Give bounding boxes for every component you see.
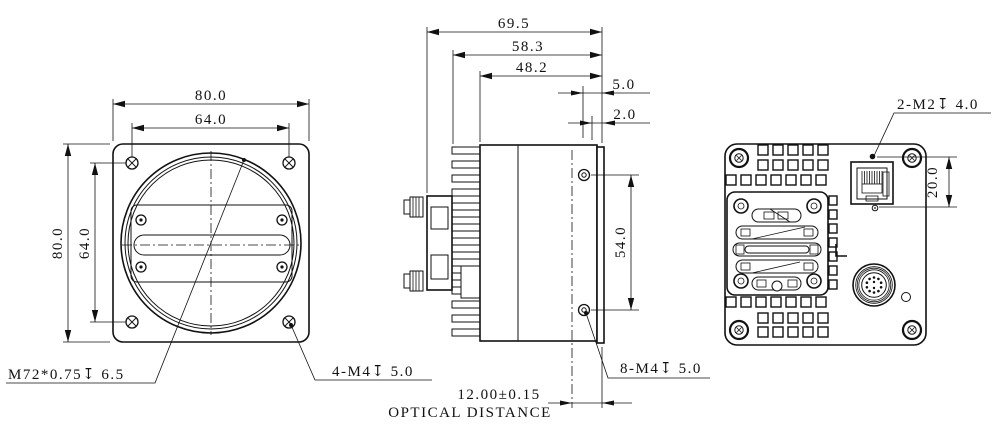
grille-edge-tabs <box>828 195 838 290</box>
dim-side-hole-span-label: 54.0 <box>613 226 629 258</box>
power-io-connector <box>852 263 896 307</box>
side-bracket-block <box>460 265 481 299</box>
dim-side-total-depth: 69.5 <box>426 16 603 193</box>
connector-pins <box>865 276 883 294</box>
dim-optical-distance: 12.00±0.15 OPTICAL DISTANCE <box>388 347 632 421</box>
dim-side-flange-step: 5.0 <box>558 77 650 138</box>
optical-distance-caption: OPTICAL DISTANCE <box>388 405 552 421</box>
note-side-mount-screws: 8-M4↧ 5.0 <box>584 311 710 379</box>
port-screw-hole-top <box>869 153 876 160</box>
rear-connector-bottom <box>430 254 449 280</box>
vent-holes <box>725 144 829 338</box>
back-view <box>724 143 927 346</box>
optical-distance-value: 12.00±0.15 <box>457 387 540 403</box>
grille-slots <box>732 208 822 292</box>
note-front-mount-screws: 4-M4↧ 5.0 <box>289 323 432 381</box>
dim-side-total-depth-label: 69.5 <box>498 16 530 32</box>
side-mount-screws-label: 8-M4↧ 5.0 <box>620 361 702 377</box>
dim-back-port-span: 20.0 <box>877 156 957 208</box>
leader-notes: M72*0.75↧ 6.5 4-M4↧ 5.0 8-M4↧ 5.0 2-M2↧ … <box>6 97 991 384</box>
grille-screws <box>733 198 822 289</box>
fan-grille-panel <box>726 191 838 296</box>
lens-thread-label: M72*0.75↧ 6.5 <box>8 367 125 383</box>
cable-plugs <box>403 196 424 292</box>
dim-front-hole-span-h: 64.0 <box>131 112 290 157</box>
dim-side-hole-span: 54.0 <box>591 174 639 311</box>
side-body-outline <box>479 144 598 342</box>
dim-front-height: 80.0 <box>50 143 110 343</box>
note-port-screws: 2-M2↧ 4.0 <box>872 97 991 159</box>
ethernet-port <box>850 153 894 212</box>
back-corner-screws <box>728 147 923 341</box>
side-view <box>403 144 605 408</box>
side-flange-screws <box>577 168 591 317</box>
heatsink-fins <box>451 146 481 337</box>
dim-side-front-depth-label: 48.2 <box>516 60 548 76</box>
dim-side-flange-step-label: 5.0 <box>612 77 635 93</box>
dim-front-height-label: 80.0 <box>50 227 66 259</box>
dim-front-width: 80.0 <box>112 88 310 141</box>
led-indicator <box>901 292 911 302</box>
front-flange-plate <box>596 146 605 344</box>
dim-side-body-depth: 58.3 <box>452 39 602 144</box>
dim-side-face-step: 2.0 <box>568 107 650 140</box>
dim-back-port-span-label: 20.0 <box>925 166 941 198</box>
dim-side-body-depth-label: 58.3 <box>512 39 544 55</box>
dim-side-front-depth: 48.2 <box>479 60 602 142</box>
front-mount-screws-label: 4-M4↧ 5.0 <box>332 364 414 380</box>
dim-front-hole-span-v: 64.0 <box>77 162 126 323</box>
dimensions: 80.0 64.0 80.0 64.0 69.5 <box>50 16 957 421</box>
dim-front-width-label: 80.0 <box>195 88 227 104</box>
port-screws-label: 2-M2↧ 4.0 <box>897 97 979 113</box>
dim-front-hole-span-h-label: 64.0 <box>195 112 227 128</box>
sensor-plate-screws <box>135 214 288 273</box>
dim-front-hole-span-v-label: 64.0 <box>77 227 93 259</box>
rear-connector-top <box>430 206 449 230</box>
rj45-pins <box>861 171 883 184</box>
note-lens-thread: M72*0.75↧ 6.5 <box>6 158 246 384</box>
dim-side-face-step-label: 2.0 <box>613 107 636 123</box>
sensor-plate <box>130 204 293 283</box>
l-orientation-mark <box>835 244 847 257</box>
